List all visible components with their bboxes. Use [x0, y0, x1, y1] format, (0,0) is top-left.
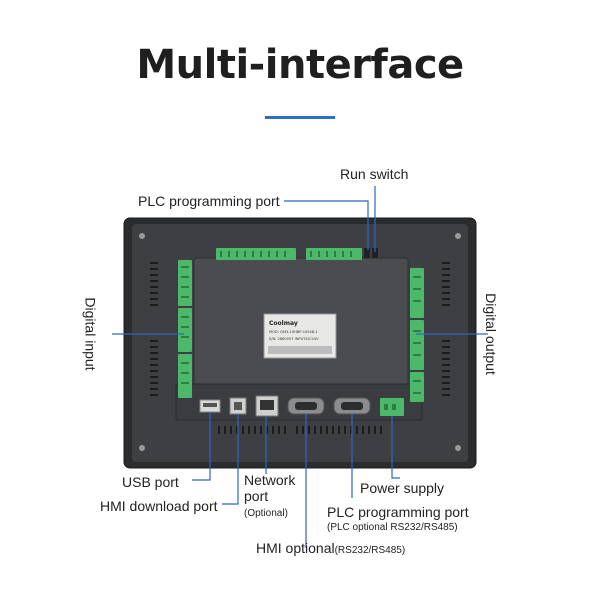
brand-text: Coolmay [269, 320, 298, 327]
vent-bottom [218, 426, 382, 434]
label-network-optional: (Optional) [244, 508, 288, 519]
label-network-port-text: Network port [244, 472, 296, 504]
leader-lines [112, 186, 488, 548]
model-text: MOD: QM3-10HBP-10S48-1 [269, 330, 318, 334]
terminal-left [178, 260, 192, 398]
sn-text: S/N: 2880057 INPUT:DC24V [269, 337, 319, 341]
page-title: Multi-interface [136, 42, 464, 88]
label-digital-output: Digital output [482, 293, 499, 375]
title-underline [265, 116, 335, 119]
label-plc-port-top: PLC programming port [138, 193, 280, 209]
label-hmi-download-port: HMI download port [100, 498, 218, 514]
screw-hole [455, 445, 461, 451]
label-hmi-optional-text: HMI optional [256, 540, 335, 556]
label-plc-port-bottom: PLC programming port [327, 504, 469, 520]
label-hmi-optional-sub: (RS232/RS485) [334, 545, 406, 556]
run-switch [372, 248, 378, 258]
vent-left [150, 262, 158, 396]
label-digital-input: Digital input [82, 297, 99, 371]
label-plc-port-bottom-sub: (PLC optional RS232/RS485) [327, 522, 458, 533]
label-run-switch: Run switch [340, 166, 409, 182]
label-power-supply: Power supply [360, 480, 445, 496]
screw-hole [139, 233, 145, 239]
label-hmi-optional: HMI optional(RS232/RS485) [256, 540, 405, 559]
screw-hole [455, 233, 461, 239]
plc-mini-port [364, 248, 370, 258]
terminal-right [410, 268, 424, 402]
screw-hole [139, 445, 145, 451]
label-network-port: Network port [244, 472, 304, 504]
vent-right [442, 262, 450, 396]
label-usb-port: USB port [122, 474, 179, 490]
